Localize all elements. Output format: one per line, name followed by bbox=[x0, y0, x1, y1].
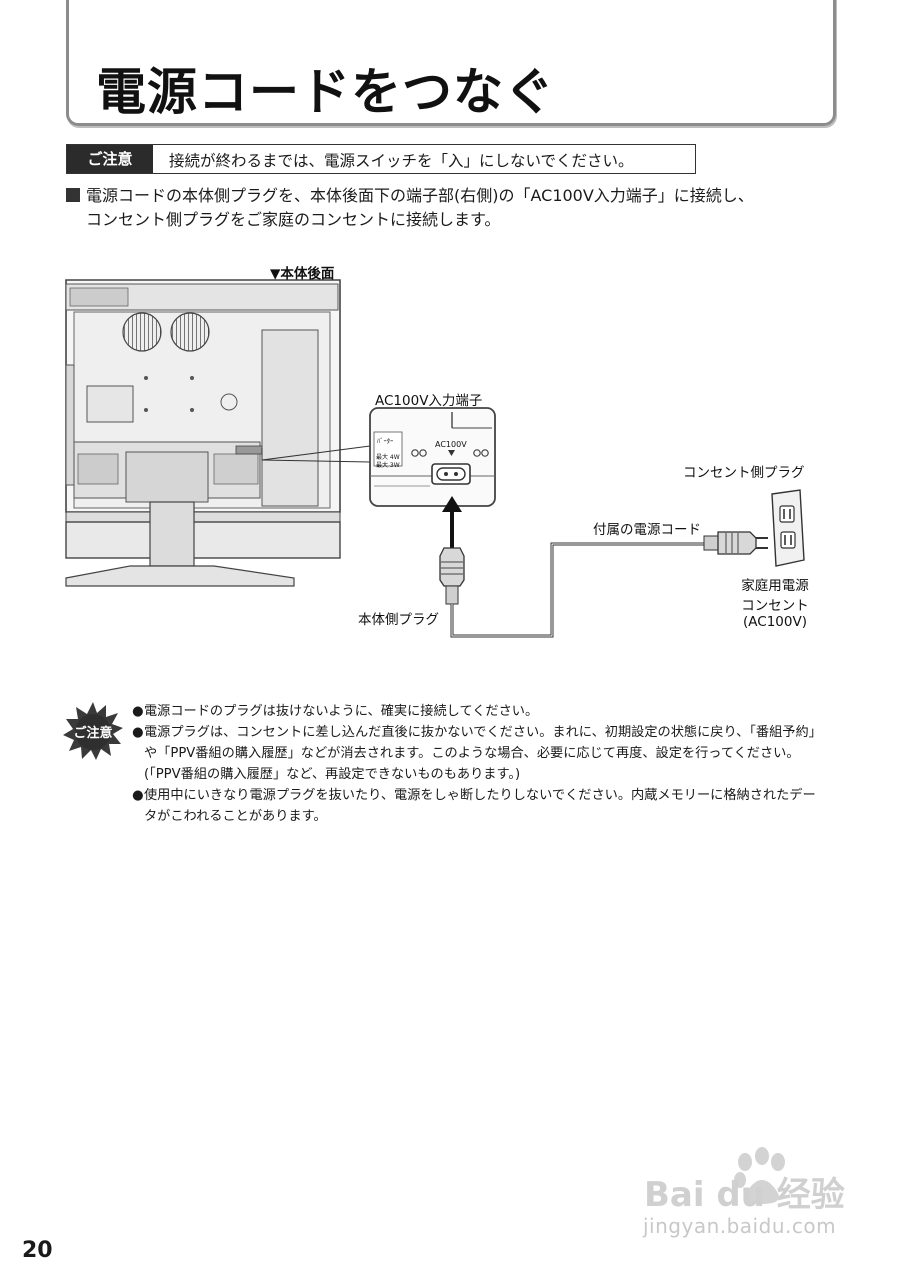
body-plug-label: 本体側プラグ bbox=[358, 612, 439, 628]
panel-small-label-2: 最大 4W bbox=[376, 454, 400, 461]
connection-diagram bbox=[65, 279, 805, 638]
note-text: (「PPV番組の購入履歴」など、再設定できないものもあります。) bbox=[144, 767, 521, 782]
terminal-inner-label: AC100V bbox=[435, 440, 467, 449]
outlet-plug-label: コンセント側プラグ bbox=[683, 465, 805, 481]
title-frame bbox=[66, 0, 836, 126]
watermark-brand: Bai du 经验 bbox=[644, 1175, 845, 1215]
baidu-watermark-logo: Bai du 经验 bbox=[644, 1147, 845, 1215]
outlet-side-plug bbox=[703, 531, 768, 555]
note-text: や「PPV番組の購入履歴」などが消去されます。このような場合、必要に応じて再度、… bbox=[144, 746, 800, 761]
outlet-label-line-2: コンセント bbox=[741, 598, 809, 614]
panel-small-label-1: ﾊﾞｰﾀｰ bbox=[377, 437, 394, 445]
list-item: ● 電源プラグは、コンセントに差し込んだ直後に抜かないでください。まれに、初期設… bbox=[132, 722, 844, 785]
tv-rear bbox=[65, 279, 341, 587]
intro-line-1: 電源コードの本体側プラグを、本体後面下の端子部(右側)の「AC100V入力端子」… bbox=[86, 186, 754, 205]
cord-label: 付属の電源コード bbox=[593, 522, 701, 538]
body-side-plug bbox=[439, 547, 465, 605]
bullet-icon: ● bbox=[132, 704, 144, 719]
note-text: 電源コードのプラグは抜けないように、確実に接続してください。 bbox=[144, 704, 539, 719]
caution-tag: ご注意 bbox=[67, 145, 153, 173]
intro-line-2: コンセント側プラグをご家庭のコンセントに接続します。 bbox=[86, 210, 501, 229]
outlet-label-line-1: 家庭用電源 bbox=[741, 578, 809, 594]
square-bullet-icon bbox=[66, 188, 80, 202]
wall-outlet bbox=[771, 489, 805, 567]
bullet-icon: ● bbox=[132, 788, 144, 803]
bullet-icon: ● bbox=[132, 725, 144, 740]
terminal-label: AC100V入力端子 bbox=[375, 393, 483, 409]
note-text: 電源プラグは、コンセントに差し込んだ直後に抜かないでください。まれに、初期設定の… bbox=[144, 725, 822, 740]
panel-small-label-3: 最大 3W bbox=[376, 462, 400, 469]
caution-bar: ご注意 接続が終わるまでは、電源スイッチを「入」にしないでください。 bbox=[66, 144, 696, 174]
page-title: 電源コードをつなぐ bbox=[96, 63, 555, 121]
insert-arrow-icon bbox=[442, 496, 462, 550]
page-number: 20 bbox=[22, 1238, 53, 1263]
intro-text: 電源コードの本体側プラグを、本体後面下の端子部(右側)の「AC100V入力端子」… bbox=[66, 184, 846, 232]
caution-message: 接続が終わるまでは、電源スイッチを「入」にしないでください。 bbox=[169, 152, 634, 170]
caution-burst-icon bbox=[63, 702, 123, 760]
notes-list: ● 電源コードのプラグは抜けないように、確実に接続してください。 ● 電源プラグ… bbox=[132, 701, 844, 827]
list-item: ● 電源コードのプラグは抜けないように、確実に接続してください。 bbox=[132, 701, 844, 722]
ac-input-terminal-closeup bbox=[369, 407, 496, 507]
watermark-url: jingyan.baidu.com bbox=[643, 1214, 837, 1238]
note-text: 使用中にいきなり電源プラグを抜いたり、電源をしゃ断したりしないでください。内蔵メ… bbox=[144, 788, 816, 803]
outlet-label-line-3: (AC100V) bbox=[743, 614, 807, 630]
caution-icon-label: ご注意 bbox=[73, 726, 113, 741]
rear-panel-label: ▼本体後面 bbox=[270, 266, 335, 282]
note-text: タがこわれることがあります。 bbox=[144, 809, 327, 824]
outlet-label: 家庭用電源 コンセント (AC100V) bbox=[730, 574, 820, 630]
list-item: ● 使用中にいきなり電源プラグを抜いたり、電源をしゃ断したりしないでください。内… bbox=[132, 785, 844, 827]
